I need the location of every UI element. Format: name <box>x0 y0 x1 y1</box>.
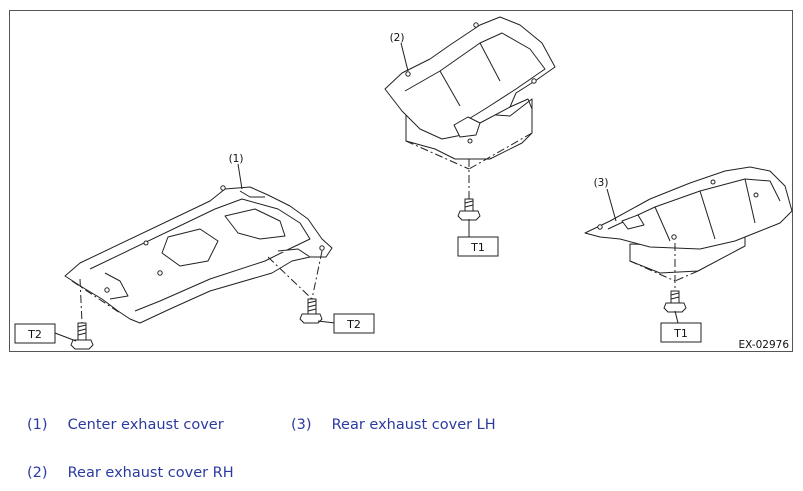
exhaust-cover-diagram: T2 T2 T1 T1 (1) (2) (3) EX-02976 <box>9 10 793 352</box>
bolt-t1-right <box>663 290 687 313</box>
legend-number: (1) <box>27 417 48 433</box>
bolt-t2-right <box>299 298 323 324</box>
torque-box-t1-right <box>660 322 702 343</box>
legend-item-rear-cover-rh: (2) Rear exhaust cover RH <box>27 465 234 481</box>
diagram-canvas: T2 T2 T1 T1 (1) (2) (3) EX-02976 <box>14 16 793 351</box>
callout-center-cover: (1) <box>229 153 244 165</box>
legend-label: Center exhaust cover <box>67 417 224 433</box>
callout-rear-cover-lh: (3) <box>594 177 609 189</box>
torque-label-t2-left: T2 <box>27 328 42 341</box>
torque-box-t1-middle <box>457 236 499 257</box>
leader-lines <box>54 42 679 342</box>
legend-item-center-cover: (1) Center exhaust cover <box>27 417 224 433</box>
legend-item-rear-cover-lh: (3) Rear exhaust cover LH <box>291 417 496 433</box>
callout-rear-cover-rh: (2) <box>390 32 405 44</box>
torque-box-t2-left <box>14 323 56 344</box>
rear-exhaust-cover-rh <box>384 16 556 160</box>
legend-label: Rear exhaust cover LH <box>331 417 496 433</box>
rear-exhaust-cover-lh <box>584 166 793 274</box>
bolt-t2-left <box>70 322 94 350</box>
legend-label: Rear exhaust cover RH <box>67 465 234 481</box>
torque-label-t1-middle: T1 <box>470 241 485 254</box>
torque-box-t2-right <box>333 313 375 334</box>
legend-number: (3) <box>291 417 312 433</box>
torque-label-t1-right: T1 <box>673 327 688 340</box>
torque-label-t2-right: T2 <box>346 318 361 331</box>
bolt-t1-middle <box>457 198 481 221</box>
legend-number: (2) <box>27 465 48 481</box>
alignment-lines <box>71 132 699 324</box>
center-exhaust-cover <box>64 185 333 324</box>
figure-code: EX-02976 <box>739 339 790 351</box>
